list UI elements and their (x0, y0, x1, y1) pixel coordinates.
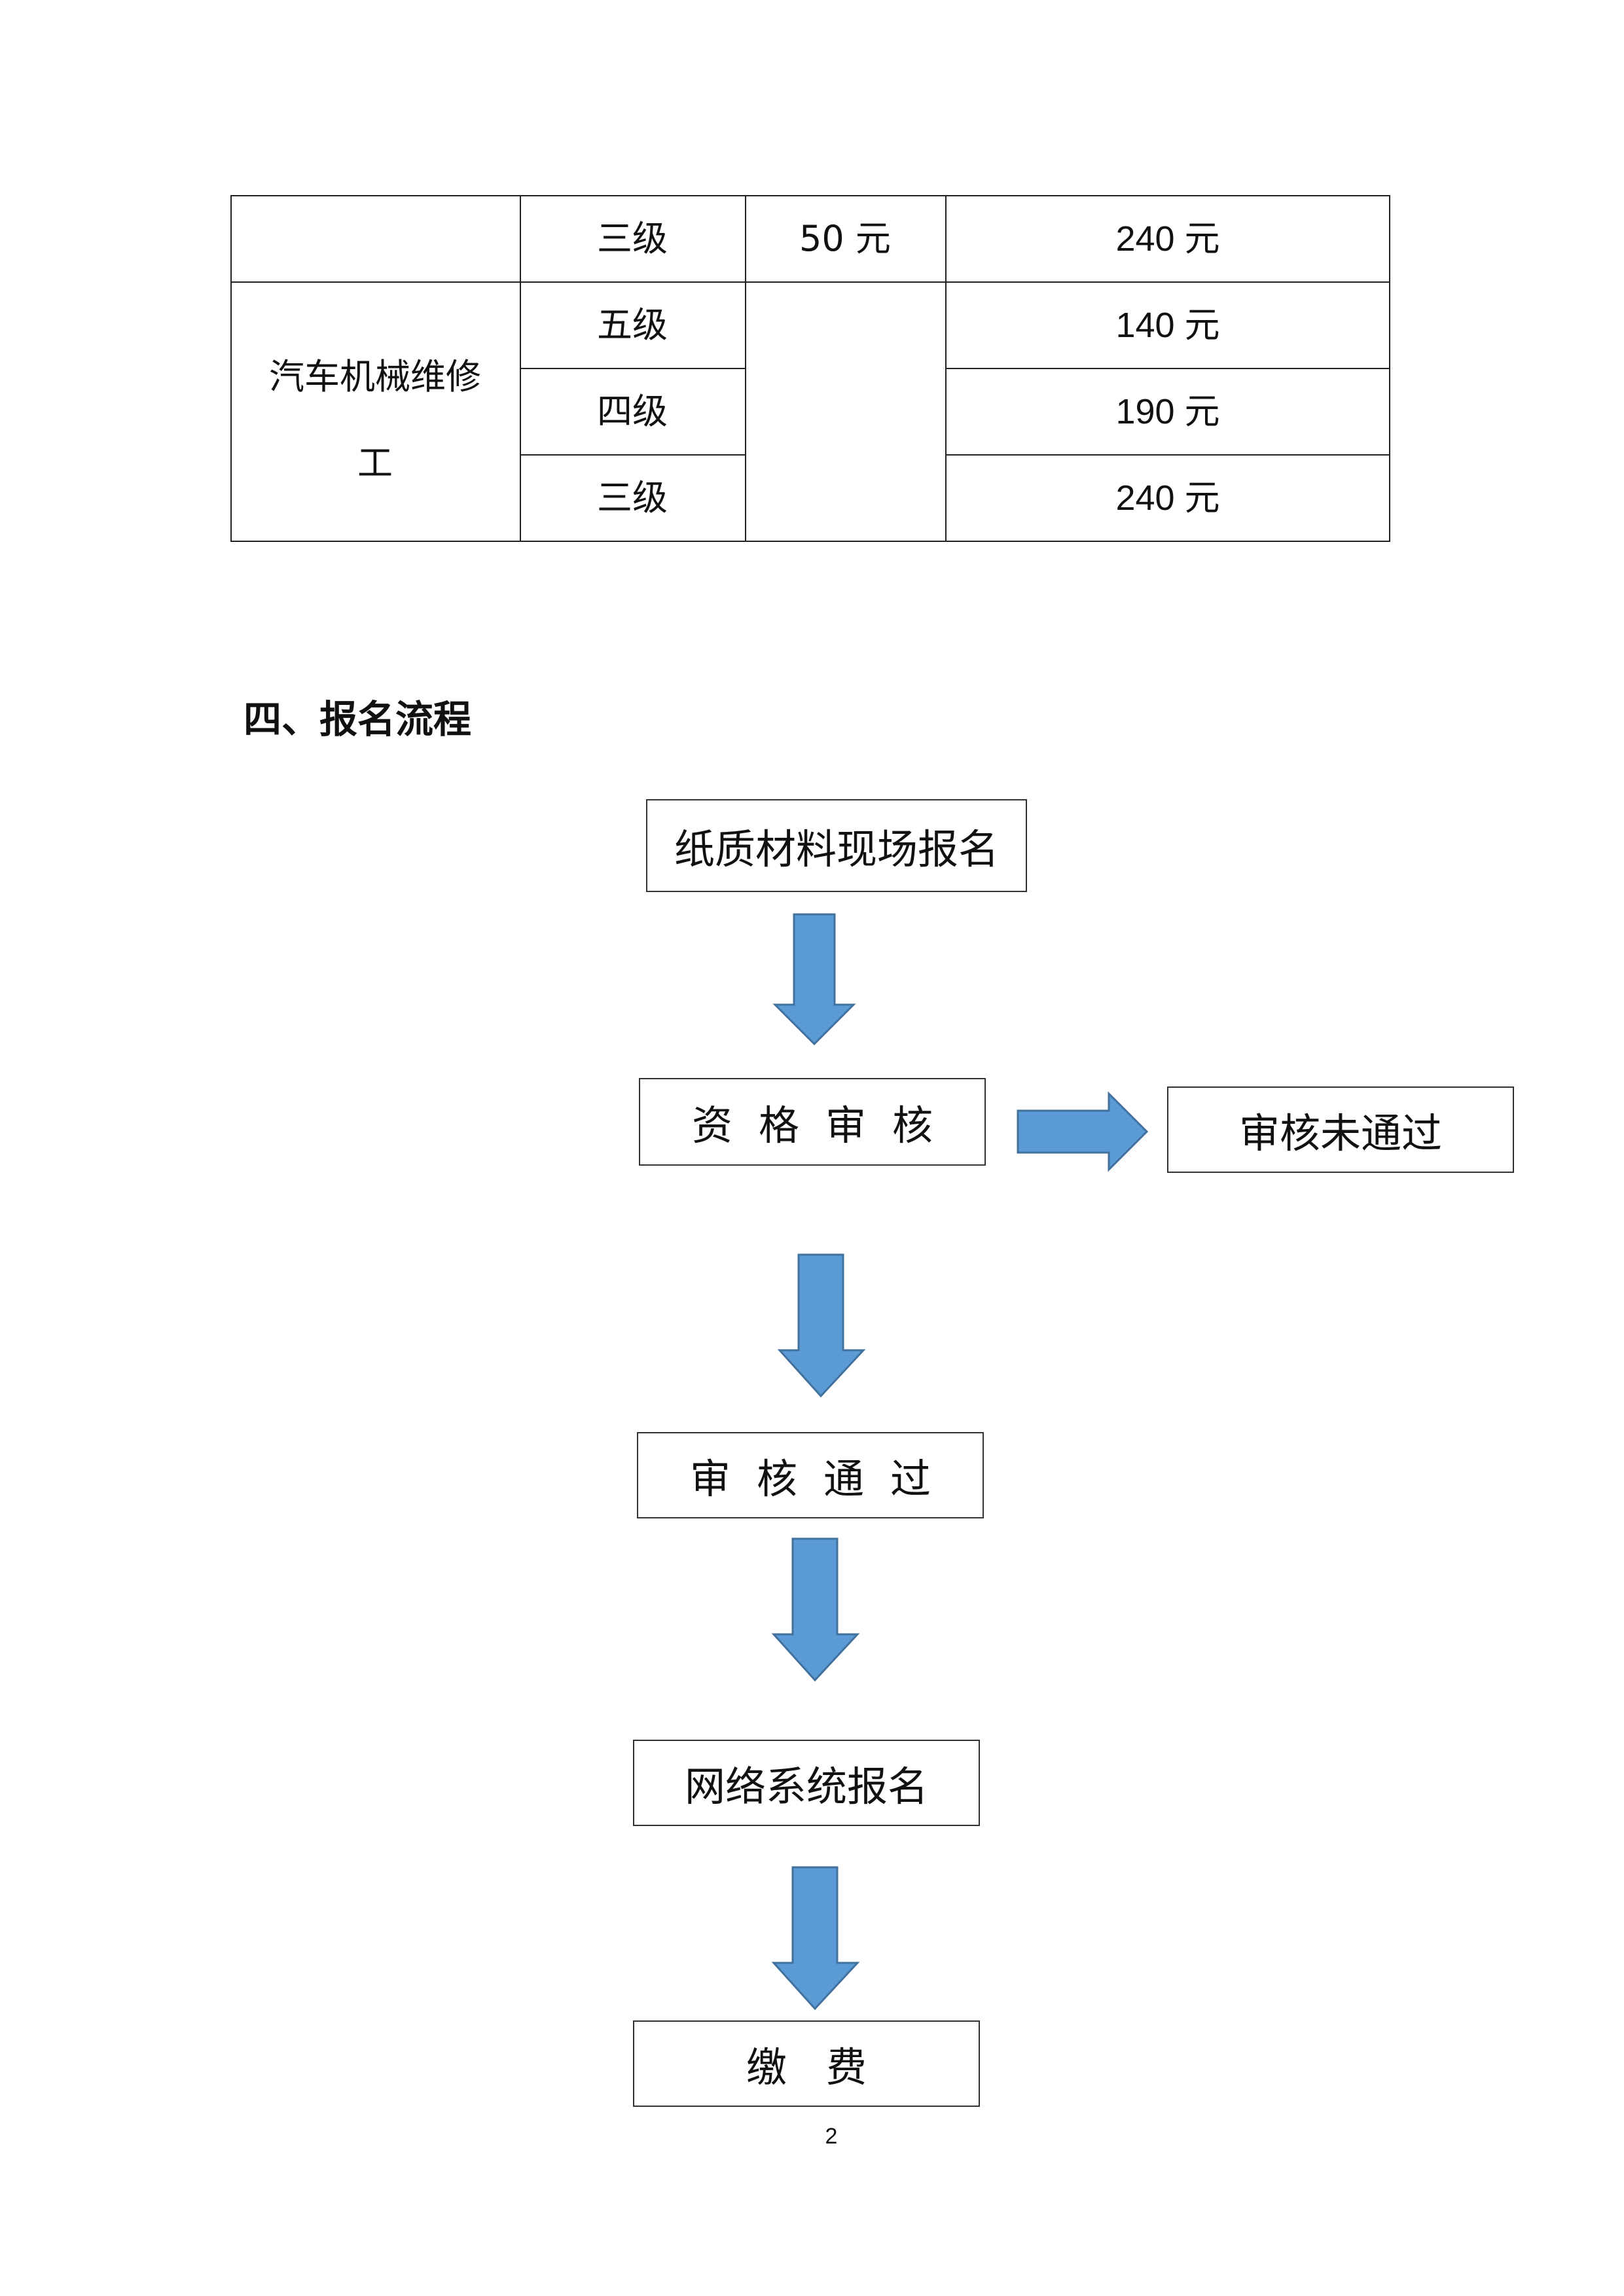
job-name-text: 汽车机械维修工 (269, 355, 481, 484)
flow-step-review-passed: 审核通过 (637, 1432, 984, 1518)
table-line (1389, 195, 1390, 542)
table-line (745, 195, 746, 542)
arrow-down-icon (772, 913, 856, 1046)
flow-step-review-failed: 审核未通过 (1167, 1086, 1514, 1173)
exam-fee-cell: 50 元 (799, 218, 891, 259)
table-line (945, 195, 947, 542)
flow-step-qualification-review: 资格审核 (639, 1078, 986, 1166)
flow-step-online-registration: 网络系统报名 (633, 1740, 980, 1826)
flow-step-payment: 缴费 (633, 2020, 980, 2107)
level-cell: 三级 (597, 477, 668, 518)
fee-cell: 240 元 (1115, 219, 1220, 259)
arrow-down-icon (771, 1866, 860, 2011)
table-line (520, 454, 745, 456)
table-line (520, 368, 745, 369)
fee-cell: 140 元 (1115, 306, 1220, 345)
level-cell: 五级 (597, 304, 668, 346)
table-line (230, 541, 1390, 542)
table-line (945, 454, 1390, 456)
section-title: 四、报名流程 (244, 697, 472, 742)
table-line (520, 195, 521, 542)
job-cell-merged: 汽车机械维修工 (230, 291, 520, 545)
level-cell: 三级 (597, 218, 668, 259)
table-line (945, 368, 1390, 369)
arrow-down-icon (771, 1537, 860, 1682)
table-line (230, 195, 232, 542)
fee-cell: 190 元 (1115, 392, 1220, 431)
arrow-right-icon (1017, 1091, 1149, 1172)
fee-cell: 240 元 (1115, 478, 1220, 518)
arrow-down-icon (777, 1253, 866, 1398)
table-line (230, 195, 1390, 196)
level-cell: 四级 (597, 391, 668, 432)
flow-step-paper-registration: 纸质材料现场报名 (646, 799, 1027, 892)
page-number: 2 (825, 2124, 838, 2149)
table-line (230, 281, 1390, 283)
job-cell-empty (230, 196, 520, 281)
